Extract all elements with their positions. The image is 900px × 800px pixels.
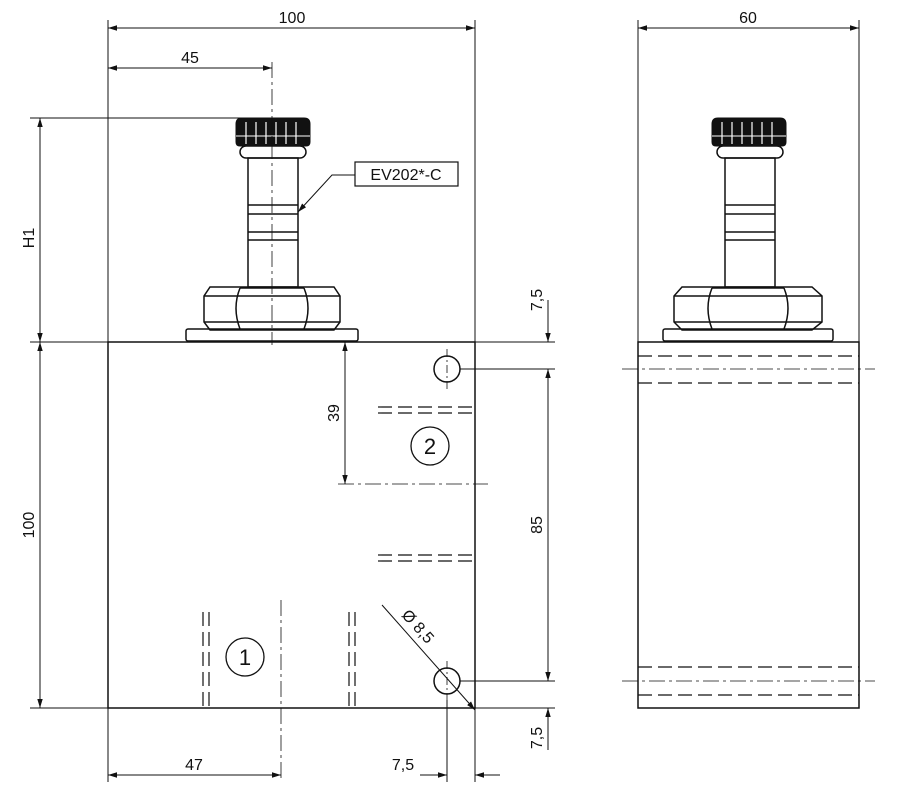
callout-box: [354, 161, 459, 187]
dim-h1: H1: [21, 228, 38, 249]
dim-hole-spacing: 85: [529, 516, 546, 534]
side-view: [622, 117, 875, 709]
side-stem: [716, 145, 784, 288]
side-hex-nut: [673, 286, 823, 331]
dimension-lines: [30, 20, 860, 782]
dim-side-width: 60: [739, 10, 757, 27]
dim-bottom-margin: 7,5: [529, 727, 546, 749]
side-hidden-holes: [638, 355, 859, 696]
port2-marker: [410, 426, 450, 466]
front-hidden-lines-port1: [202, 612, 356, 708]
callout-label: EV202*-C: [370, 167, 441, 184]
front-stem: [239, 145, 307, 288]
front-knob: [235, 117, 311, 147]
front-block: [107, 341, 476, 709]
dim-offset-45: 45: [181, 50, 199, 67]
port2-label: 2: [424, 434, 436, 459]
dim-top-margin: 7,5: [529, 289, 546, 311]
dim-hole-offset: 7,5: [392, 757, 414, 774]
dim-hole-diameter: Ø 8,5: [398, 607, 437, 648]
front-view: [107, 62, 488, 780]
front-hidden-lines-port2: [378, 406, 475, 562]
dim-port1-offset: 47: [185, 757, 203, 774]
dim-width-top: 100: [279, 10, 306, 27]
port1-label: 1: [239, 645, 251, 670]
dim-height-left: 100: [21, 512, 38, 539]
side-knob: [711, 117, 787, 147]
port1-marker: [225, 637, 265, 677]
dim-port2-depth: 39: [326, 404, 343, 422]
front-hex-nut: [203, 286, 341, 331]
side-base-plate: [662, 328, 834, 342]
side-block: [637, 341, 860, 709]
